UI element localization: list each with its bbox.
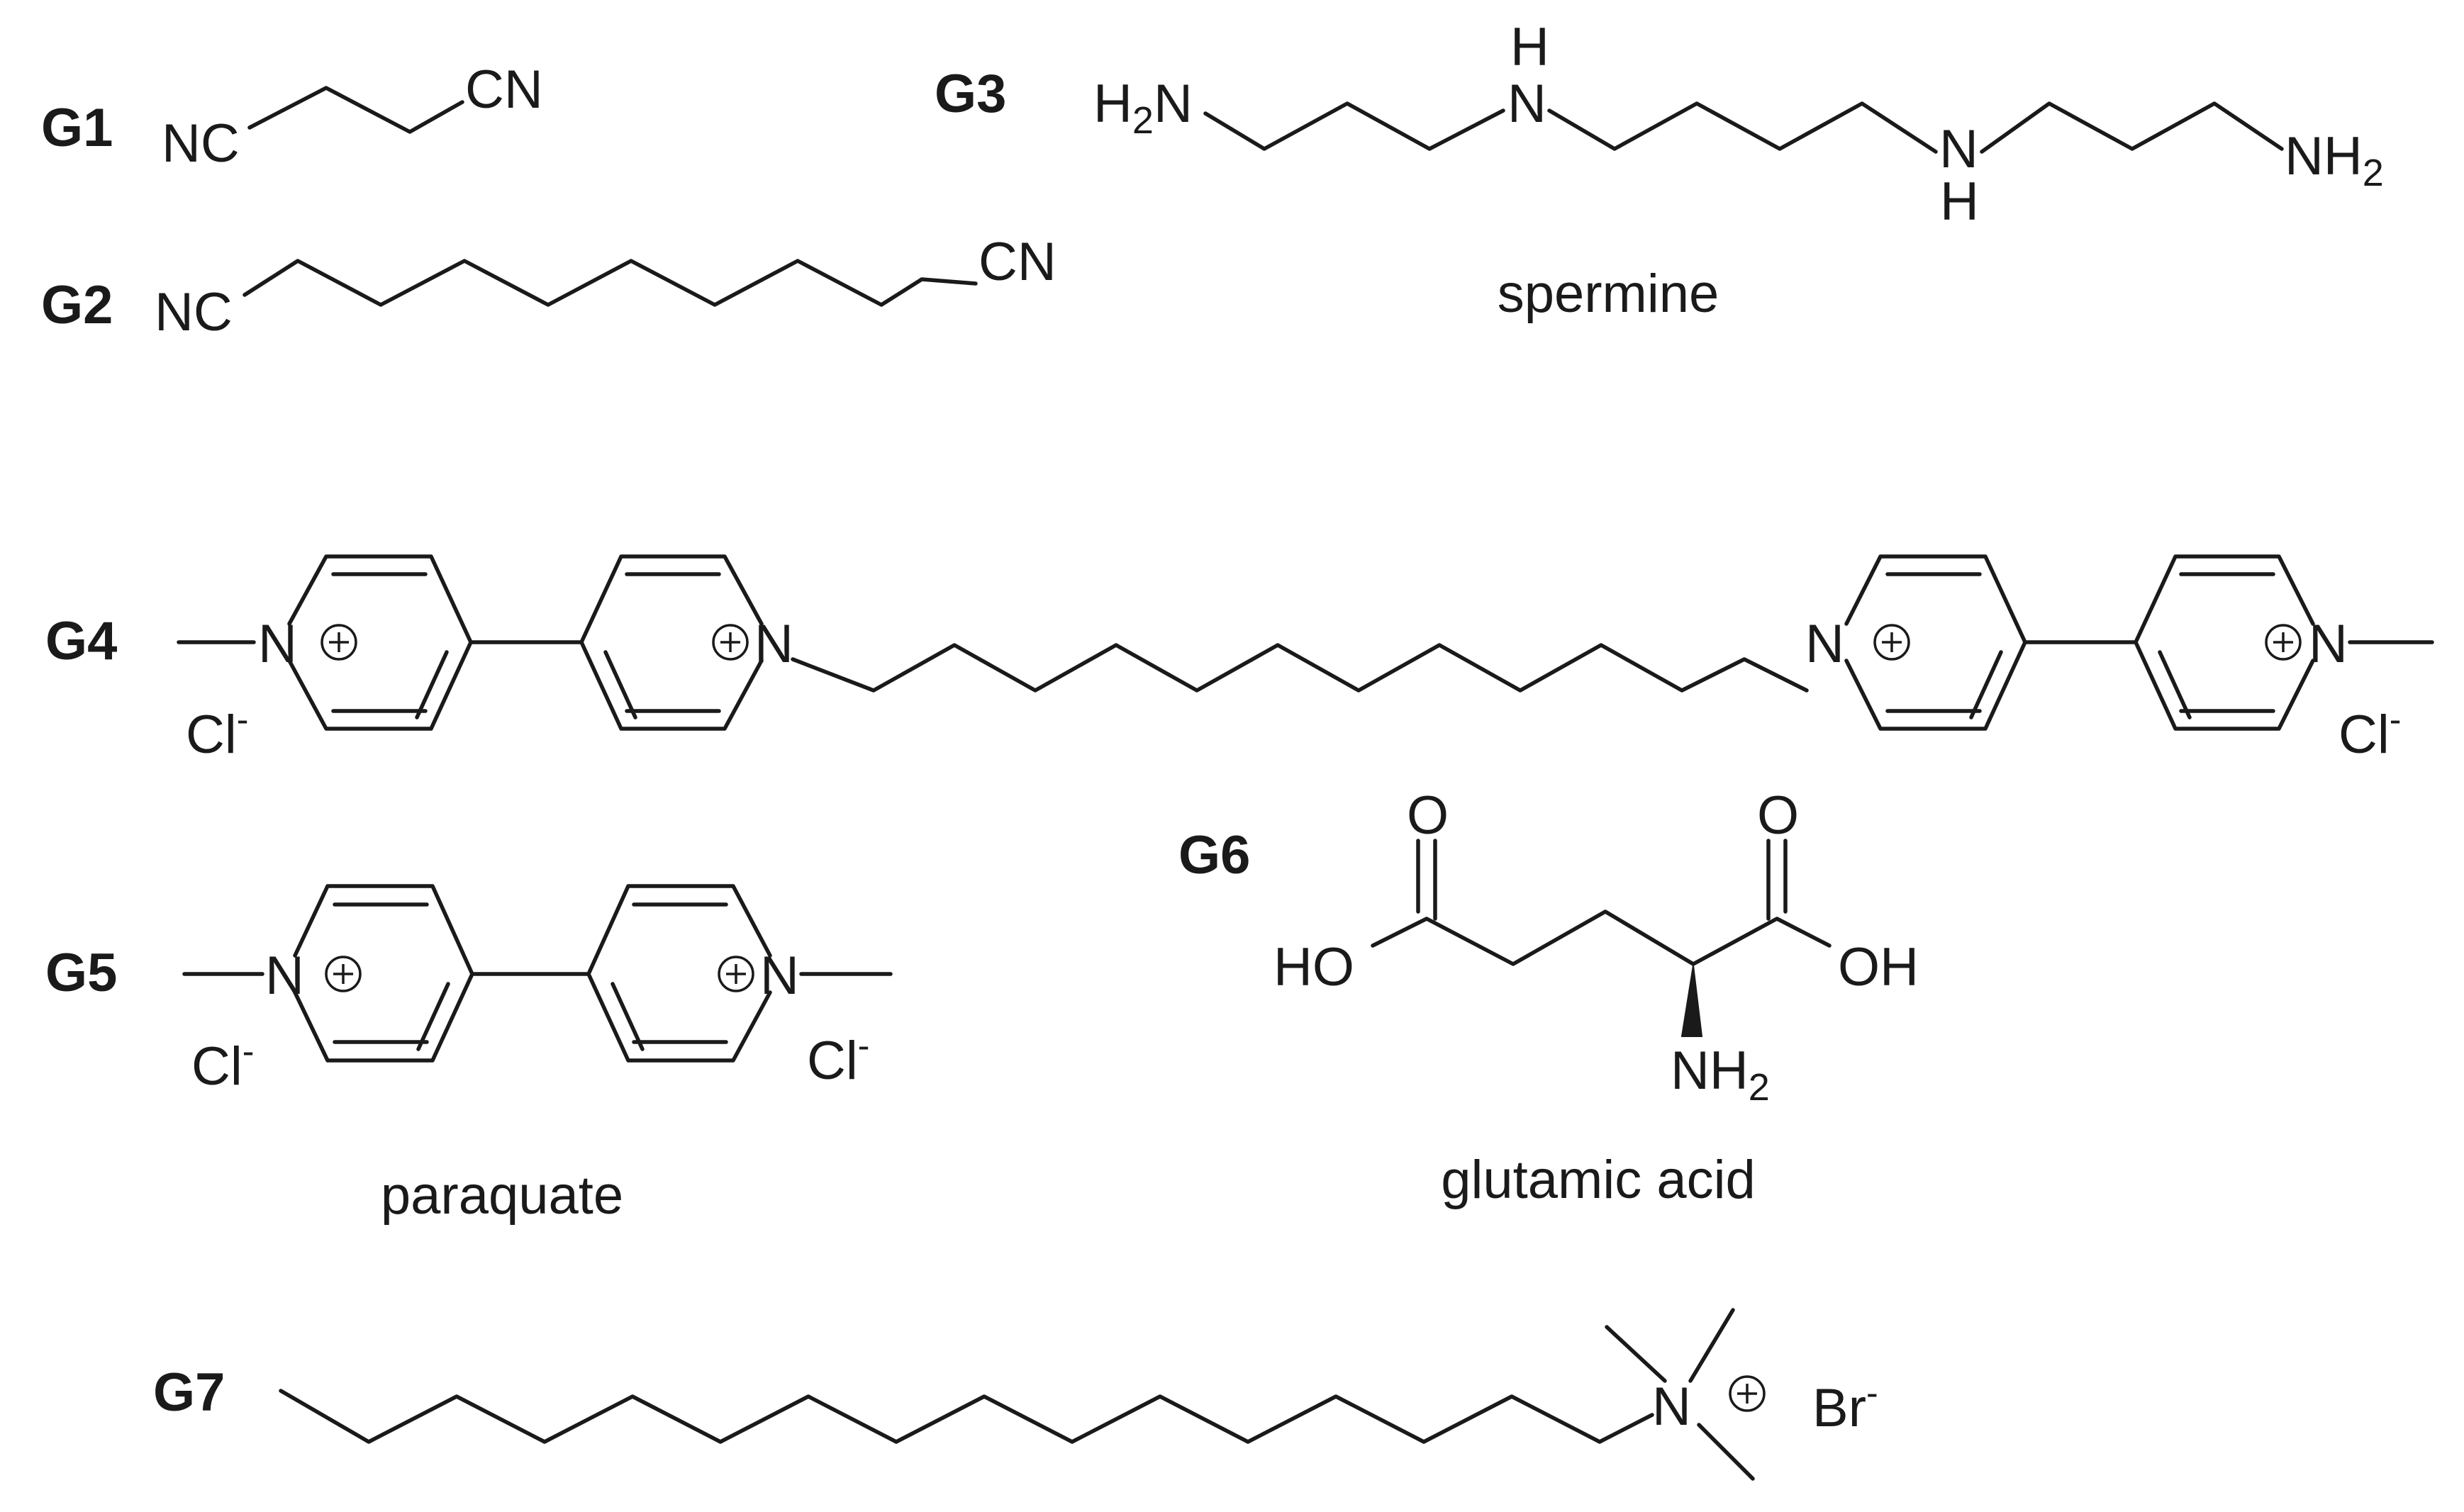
g4-ring-4 [2134, 554, 2315, 731]
compound-label-g6: G6 [1178, 825, 1250, 885]
g4-ring-4-double-c [2158, 650, 2192, 719]
g3-chain-bonds-c [1980, 101, 2284, 154]
g4-chloride-right: Cl- [2338, 700, 2401, 765]
compound-label-g5: G5 [45, 943, 117, 1003]
g5-chloride-left: Cl- [191, 1031, 254, 1097]
g2-chain-bonds [243, 259, 978, 307]
g6-alpha-amine: NH2 [1671, 1041, 1770, 1109]
g4-chloride-left: Cl- [186, 700, 248, 765]
caption-glutamic-acid: glutamic acid [1441, 1150, 1756, 1210]
g6-carbonyl-oxygen-left: O [1407, 785, 1449, 846]
g2-nitrile-right: CN [979, 232, 1057, 292]
g5-ring-2 [586, 884, 772, 1063]
g5-ring-1-double-c [416, 982, 450, 1051]
g7-bromide: Br- [1812, 1373, 1878, 1438]
g4-ring-1-double-c [415, 650, 449, 719]
g4-linker-chain [791, 643, 1809, 693]
caption-spermine: spermine [1498, 264, 1719, 324]
g5-nitrogen-2: N [760, 946, 799, 1006]
g6-hydroxyl-right: OH [1838, 937, 1919, 997]
g7-methyl-bond-3 [1697, 1423, 1755, 1481]
compound-label-g7: G7 [153, 1362, 225, 1423]
caption-paraquate: paraquate [381, 1165, 623, 1226]
g7-methyl-bond-2 [1688, 1308, 1735, 1383]
compound-label-g2: G2 [41, 275, 113, 335]
g3-nh-upper-n: N [1507, 74, 1546, 134]
g1-nitrile-left: NC [162, 113, 240, 174]
compound-label-g3: G3 [935, 64, 1006, 124]
compound-g5: G5 N N Cl- Cl- paraquate [45, 884, 893, 1226]
g4-ring-3-double-c [1969, 650, 2003, 719]
g6-stereo-wedge-bond [1680, 965, 1703, 1037]
g4-nitrogen-4: N [2309, 614, 2348, 674]
g3-terminal-amine-right: NH2 [2285, 126, 2384, 194]
compound-g1: G1 NC CN [41, 60, 543, 174]
g1-chain-bonds [247, 86, 464, 134]
compound-label-g1: G1 [41, 98, 113, 158]
g4-positive-charge-2 [712, 624, 749, 661]
g3-nh-upper-h: H [1510, 17, 1549, 77]
g6-hydroxyl-left: HO [1273, 937, 1354, 997]
g3-chain-bonds-b [1547, 101, 1938, 154]
g7-methyl-bond-1 [1605, 1325, 1667, 1383]
g7-alkyl-chain [279, 1389, 1654, 1444]
compound-g4: G4 N N N N Cl- Cl- [45, 554, 2434, 765]
g5-positive-charge-1 [325, 956, 362, 992]
g2-nitrile-left: NC [155, 282, 233, 342]
compound-g3: G3 H2N H N N H NH2 spermine [935, 17, 2384, 324]
g4-ring-1 [287, 554, 473, 731]
g4-positive-charge-3 [1873, 624, 1910, 661]
g3-terminal-amine-left: H2N [1093, 74, 1193, 142]
g1-nitrile-right: CN [465, 60, 543, 120]
g6-carbonyl-oxygen-right: O [1757, 785, 1799, 846]
g6-backbone-bonds [1371, 909, 1832, 966]
g7-quaternary-nitrogen: N [1652, 1377, 1691, 1437]
g7-positive-charge [1729, 1375, 1766, 1412]
g5-ring-1 [293, 884, 474, 1063]
compound-g2: G2 NC CN [41, 232, 1057, 342]
g3-nh-lower-n: N [1939, 119, 1978, 179]
g5-chloride-right: Cl- [807, 1026, 869, 1091]
g3-nh-lower-h: H [1940, 172, 1979, 232]
g4-ring-3 [1844, 554, 2027, 731]
compound-g7: G7 N Br- [153, 1308, 1878, 1481]
g5-positive-charge-2 [718, 956, 754, 992]
g4-nitrogen-3: N [1805, 614, 1844, 674]
compound-g6: G6 O O HO OH NH2 glutamic acid [1178, 785, 1919, 1210]
g3-chain-bonds-a [1203, 101, 1505, 151]
g4-ring-2-double-c [603, 650, 637, 719]
g5-ring-2-double-c [611, 982, 645, 1051]
g4-nitrogen-2: N [754, 614, 793, 674]
g4-positive-charge-1 [320, 624, 357, 661]
g4-positive-charge-4 [2265, 624, 2302, 661]
compound-label-g4: G4 [45, 611, 117, 671]
g4-ring-2 [579, 554, 764, 731]
